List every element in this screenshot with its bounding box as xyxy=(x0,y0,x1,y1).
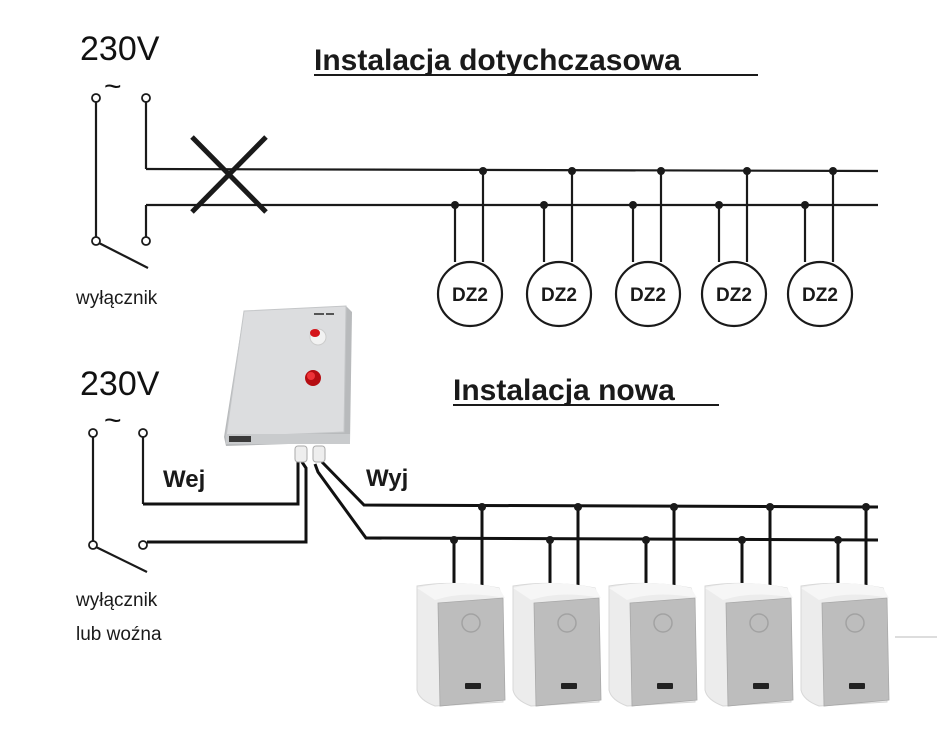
speaker xyxy=(704,503,794,707)
title-new-installation: Instalacja nowa xyxy=(453,374,675,407)
output-label: Wyj xyxy=(366,465,408,492)
dz2-label: DZ2 xyxy=(802,285,838,306)
speaker-logo-icon xyxy=(461,613,481,633)
bottom-section: 230V ~ Instalacja nowa wyłącznik lub woź… xyxy=(75,305,890,707)
junction-dot xyxy=(834,536,842,544)
dz2-circle xyxy=(436,260,504,328)
dz2-label: DZ2 xyxy=(716,285,752,306)
junction-dot xyxy=(829,167,837,175)
speaker xyxy=(800,503,890,707)
speaker xyxy=(608,503,698,707)
junction-dot xyxy=(670,503,678,511)
box-label-plate xyxy=(229,436,251,442)
output-wires xyxy=(313,460,879,542)
input-wires xyxy=(143,461,308,544)
switch-bottom xyxy=(88,428,148,573)
junction-dot xyxy=(568,167,576,175)
speaker-grille xyxy=(533,597,602,707)
voltage-label-top: 230V xyxy=(80,30,160,68)
speaker-top xyxy=(801,583,889,600)
top-section: 230V ~ Instalacja dotychczasowa wyłączni… xyxy=(75,30,879,328)
ac-symbol-top: ~ xyxy=(104,70,122,103)
speaker-port xyxy=(753,683,769,689)
junction-dot xyxy=(450,536,458,544)
title-old-installation: Instalacja dotychczasowa xyxy=(314,44,681,77)
dz2-circle xyxy=(786,260,854,328)
dz2-circle xyxy=(614,260,682,328)
red-button-icon xyxy=(310,329,320,337)
brand-mark xyxy=(314,313,324,315)
dz2-device: DZ2 xyxy=(700,167,768,328)
speaker-port xyxy=(849,683,865,689)
junction-dot xyxy=(629,201,637,209)
switch-lever xyxy=(98,242,149,269)
speaker-grille xyxy=(437,597,506,707)
ac-symbol-bottom: ~ xyxy=(104,404,122,437)
speaker-top xyxy=(705,583,793,600)
terminal xyxy=(141,236,151,246)
speaker-grille xyxy=(629,597,698,707)
terminal xyxy=(88,428,98,438)
dz2-device: DZ2 xyxy=(525,167,593,328)
junction-dot xyxy=(546,536,554,544)
input-label: Wej xyxy=(163,466,205,493)
speaker-top xyxy=(513,583,601,600)
speaker-grille xyxy=(821,597,890,707)
cable-gland-out xyxy=(312,445,326,463)
switch-label-bottom-2: lub woźna xyxy=(76,624,162,645)
junction-dot xyxy=(451,201,459,209)
terminal xyxy=(141,93,151,103)
speaker-grille xyxy=(725,597,794,707)
cable-gland-in xyxy=(294,445,308,463)
speaker-port xyxy=(657,683,673,689)
speakers xyxy=(416,503,890,707)
speaker-logo-icon xyxy=(749,613,769,633)
speaker-logo-icon xyxy=(845,613,865,633)
junction-dot xyxy=(766,503,774,511)
speaker-port xyxy=(465,683,481,689)
terminal xyxy=(88,540,98,550)
speaker-top xyxy=(417,583,505,600)
switch-lever xyxy=(95,546,148,573)
speaker-top xyxy=(609,583,697,600)
dz2-label: DZ2 xyxy=(452,285,488,306)
junction-dot xyxy=(642,536,650,544)
bus-line-top-1 xyxy=(145,167,879,173)
junction-dot xyxy=(657,167,665,175)
dz2-circle xyxy=(700,260,768,328)
terminal xyxy=(91,93,101,103)
switch-label-bottom-1: wyłącznik xyxy=(75,590,158,611)
dz2-device: DZ2 xyxy=(436,167,504,328)
junction-dot xyxy=(743,167,751,175)
speaker-logo-icon xyxy=(557,613,577,633)
cross-icon xyxy=(190,135,268,214)
terminal xyxy=(91,236,101,246)
terminal xyxy=(138,540,148,550)
dz2-device: DZ2 xyxy=(614,167,682,328)
junction-dot xyxy=(801,201,809,209)
junction-dot xyxy=(479,167,487,175)
control-box xyxy=(224,305,352,463)
dz2-devices: DZ2 DZ2 DZ2 DZ2 DZ2 xyxy=(436,167,854,328)
junction-dot xyxy=(540,201,548,209)
switch-label-top: wyłącznik xyxy=(75,288,158,309)
terminal xyxy=(138,428,148,438)
dz2-circle xyxy=(525,260,593,328)
junction-dot xyxy=(478,503,486,511)
voltage-label-bottom: 230V xyxy=(80,365,160,403)
switch-top xyxy=(91,93,151,269)
speaker-port xyxy=(561,683,577,689)
speaker xyxy=(512,503,602,707)
junction-dot xyxy=(715,201,723,209)
junction-dot xyxy=(862,503,870,511)
speaker-logo-icon xyxy=(653,613,673,633)
dz2-label: DZ2 xyxy=(630,285,666,306)
speaker xyxy=(416,503,506,707)
dz2-device: DZ2 xyxy=(786,167,854,328)
junction-dot xyxy=(574,503,582,511)
dz2-label: DZ2 xyxy=(541,285,577,306)
junction-dot xyxy=(738,536,746,544)
